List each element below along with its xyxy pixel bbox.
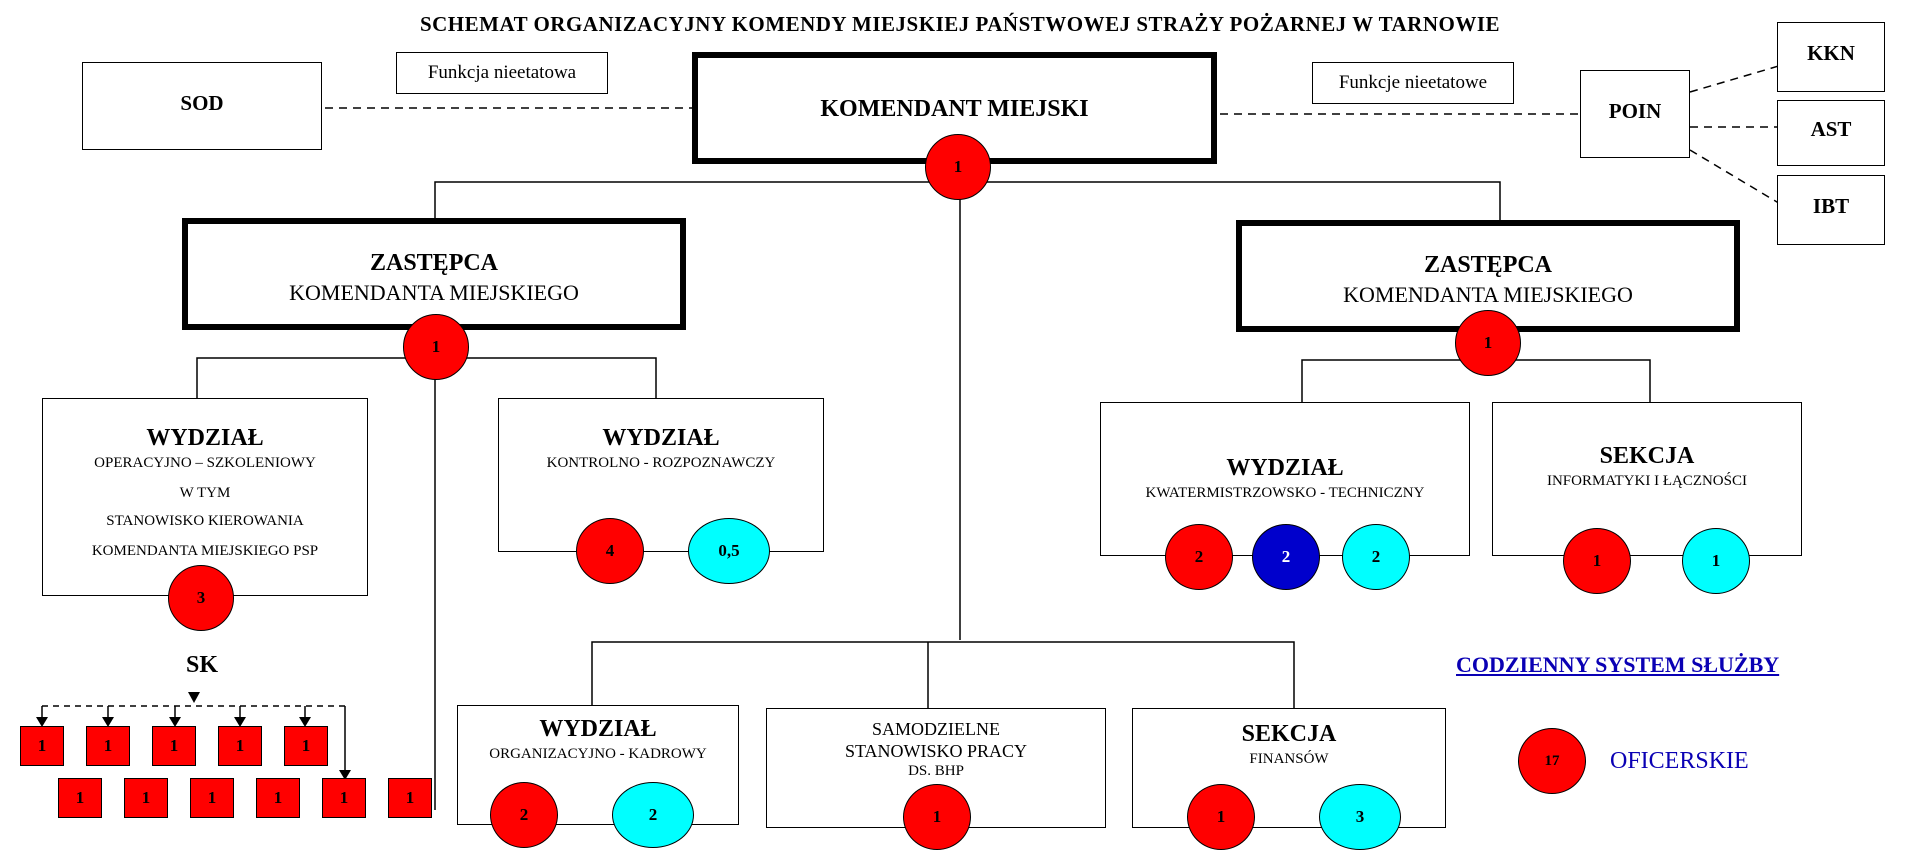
codzienny-system-link[interactable]: CODZIENNY SYSTEM SŁUŻBY <box>1456 652 1780 677</box>
sk-square: 1 <box>388 778 432 818</box>
komendant-label: KOMENDANT MIEJSKI <box>820 96 1089 122</box>
dept-operacyjny-count: 3 <box>168 565 234 631</box>
ast-box: AST <box>1777 100 1885 166</box>
sk-square: 1 <box>20 726 64 766</box>
ast-label: AST <box>1810 117 1852 141</box>
dept-operacyjny-line5: KOMENDANTA MIEJSKIEGO PSP <box>91 543 319 559</box>
dept-operacyjny-line3: W TYM <box>179 485 231 501</box>
sk-square: 1 <box>86 726 130 766</box>
sec-informatyki-box: SEKCJA INFORMATYKI I ŁĄCZNOŚCI <box>1492 402 1802 556</box>
dept-kwatermistrz-cyan: 2 <box>1342 524 1410 590</box>
deputy-right-count: 1 <box>1455 310 1521 376</box>
bhp-line1: SAMODZIELNE <box>872 719 1000 739</box>
chart-title: SCHEMAT ORGANIZACYJNY KOMENDY MIEJSKIEJ … <box>419 12 1501 36</box>
sk-square: 1 <box>322 778 366 818</box>
dept-kwatermistrz-blue: 2 <box>1252 524 1320 590</box>
poin-label: POIN <box>1608 99 1662 123</box>
sk-square: 1 <box>124 778 168 818</box>
dept-organizacyjny-cyan: 2 <box>612 782 694 848</box>
bhp-line2: STANOWISKO PRACY <box>844 741 1028 761</box>
sec-finansow-cyan: 3 <box>1319 784 1401 850</box>
funkcje-right-label: Funkcje nieetatowe <box>1338 72 1488 93</box>
sec-finansow-line2: FINANSÓW <box>1249 751 1329 767</box>
sec-informatyki-cyan: 1 <box>1682 528 1750 594</box>
sec-informatyki-line1: SEKCJA <box>1599 443 1695 469</box>
komendant-count: 1 <box>925 134 991 200</box>
deputy-left-line1: ZASTĘPCA <box>369 250 499 276</box>
dept-kwatermistrz-box: WYDZIAŁ KWATERMISTRZOWSKO - TECHNICZNY <box>1100 402 1470 556</box>
sk-square: 1 <box>58 778 102 818</box>
ibt-box: IBT <box>1777 175 1885 245</box>
dept-organizacyjny-line1: WYDZIAŁ <box>539 716 657 742</box>
komendant-box: KOMENDANT MIEJSKI <box>692 52 1217 164</box>
deputy-right-line1: ZASTĘPCA <box>1423 252 1553 278</box>
dept-kontrolny-line2: KONTROLNO - ROZPOZNAWCZY <box>546 455 776 471</box>
sod-box: SOD <box>82 62 322 150</box>
sk-square: 1 <box>152 726 196 766</box>
dept-operacyjny-line4: STANOWISKO KIEROWANIA <box>106 513 304 529</box>
bhp-red: 1 <box>903 784 971 850</box>
funkcje-right-box: Funkcje nieetatowe <box>1312 62 1514 104</box>
sk-square: 1 <box>190 778 234 818</box>
sec-informatyki-line2: INFORMATYKI I ŁĄCZNOŚCI <box>1546 473 1747 489</box>
legend-officer-label: OFICERSKIE <box>1610 748 1749 774</box>
dept-kwatermistrz-red: 2 <box>1165 524 1233 590</box>
deputy-left-box: ZASTĘPCA KOMENDANTA MIEJSKIEGO <box>182 218 686 330</box>
poin-box: POIN <box>1580 70 1690 158</box>
dept-kontrolny-cyan: 0,5 <box>688 518 770 584</box>
dept-kwatermistrz-line2: KWATERMISTRZOWSKO - TECHNICZNY <box>1145 485 1425 501</box>
sk-square: 1 <box>218 726 262 766</box>
bhp-line3: DS. BHP <box>908 763 964 779</box>
sk-label: SK <box>186 652 219 678</box>
sod-label: SOD <box>180 91 224 115</box>
dept-kontrolny-red: 4 <box>576 518 644 584</box>
dept-organizacyjny-red: 2 <box>490 782 558 848</box>
deputy-left-line2: KOMENDANTA MIEJSKIEGO <box>289 280 579 305</box>
kkn-label: KKN <box>1807 41 1855 65</box>
ibt-label: IBT <box>1812 194 1850 218</box>
legend-officer-count: 17 <box>1518 728 1586 794</box>
dept-operacyjny-line1: WYDZIAŁ <box>146 425 264 451</box>
sec-finansow-line1: SEKCJA <box>1241 721 1337 747</box>
sec-informatyki-red: 1 <box>1563 528 1631 594</box>
dept-organizacyjny-line2: ORGANIZACYJNO - KADROWY <box>489 746 707 762</box>
dept-kontrolny-box: WYDZIAŁ KONTROLNO - ROZPOZNAWCZY <box>498 398 824 552</box>
sec-finansow-red: 1 <box>1187 784 1255 850</box>
dept-operacyjny-box: WYDZIAŁ OPERACYJNO – SZKOLENIOWY W TYM S… <box>42 398 368 596</box>
sk-square: 1 <box>256 778 300 818</box>
dept-kontrolny-line1: WYDZIAŁ <box>602 425 720 451</box>
funkcja-left-box: Funkcja nieetatowa <box>396 52 608 94</box>
dept-kwatermistrz-line1: WYDZIAŁ <box>1226 455 1344 481</box>
sk-square: 1 <box>284 726 328 766</box>
funkcja-left-label: Funkcja nieetatowa <box>427 62 577 83</box>
dept-operacyjny-line2: OPERACYJNO – SZKOLENIOWY <box>94 455 316 471</box>
deputy-left-count: 1 <box>403 314 469 380</box>
deputy-right-line2: KOMENDANTA MIEJSKIEGO <box>1343 282 1633 307</box>
kkn-box: KKN <box>1777 22 1885 92</box>
